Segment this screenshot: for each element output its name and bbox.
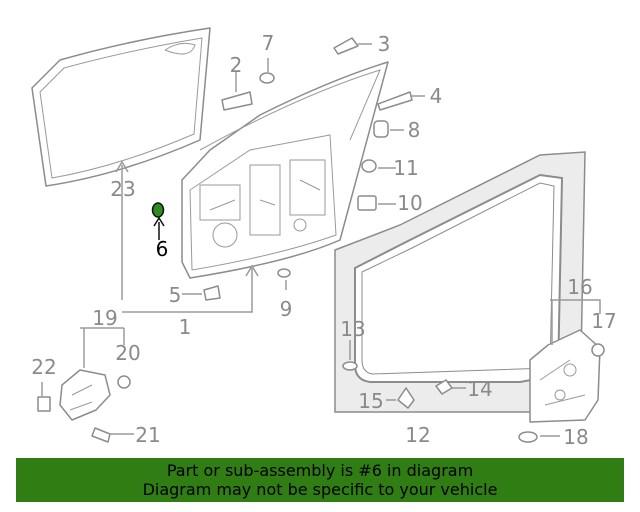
nut-22 <box>37 396 51 412</box>
callout-17: 17 <box>591 309 616 333</box>
callout-23: 23 <box>110 177 135 201</box>
plug-9 <box>277 268 291 278</box>
front-door-frame <box>181 61 389 279</box>
outer-door-panel <box>31 27 211 187</box>
cushion-8 <box>373 120 389 138</box>
callout-11: 11 <box>393 156 418 180</box>
clip-5 <box>203 285 221 301</box>
callout-3: 3 <box>378 32 391 56</box>
callout-5: 5 <box>169 283 182 307</box>
callout-20: 20 <box>115 341 140 365</box>
parts-diagram: 1 2 3 4 5 6 7 8 9 10 11 12 13 14 15 16 1… <box>31 27 617 449</box>
callout-4: 4 <box>430 84 443 108</box>
bracket-4 <box>377 91 413 111</box>
callout-14: 14 <box>467 377 492 401</box>
cushion-11 <box>361 159 377 173</box>
callout-6: 6 <box>156 237 169 261</box>
banner-line-1: Part or sub-assembly is #6 in diagram <box>166 461 474 480</box>
clip-3 <box>333 37 359 55</box>
callout-2: 2 <box>230 53 243 77</box>
callout-12: 12 <box>405 423 430 447</box>
bolt-21 <box>91 427 111 443</box>
leader-lines <box>41 43 601 437</box>
callout-16: 16 <box>567 275 592 299</box>
banner-line-2: Diagram may not be specific to your vehi… <box>142 480 498 499</box>
door-hinge <box>59 369 111 421</box>
callouts: 1 2 3 4 5 6 7 8 9 10 11 12 13 14 15 16 1… <box>31 31 616 449</box>
bolt-20 <box>117 375 131 389</box>
highlighted-part-6 <box>151 202 165 218</box>
door-opening-weatherstrip <box>334 151 586 413</box>
clip-15 <box>397 387 415 409</box>
clip-13 <box>342 361 358 371</box>
callout-7: 7 <box>262 31 275 55</box>
callout-15: 15 <box>358 389 383 413</box>
clip-17 <box>591 343 605 357</box>
callout-1: 1 <box>179 315 192 339</box>
info-banner: Part or sub-assembly is #6 in diagram Di… <box>16 458 624 502</box>
callout-9: 9 <box>280 297 293 321</box>
bracket-2 <box>221 91 253 111</box>
callout-10: 10 <box>397 191 422 215</box>
callout-19: 19 <box>92 306 117 330</box>
callout-18: 18 <box>563 425 588 449</box>
clip-18 <box>518 431 538 443</box>
callout-8: 8 <box>408 118 421 142</box>
plug-7 <box>259 72 275 84</box>
callout-21: 21 <box>135 423 160 447</box>
callout-22: 22 <box>31 355 56 379</box>
service-hole-cover <box>529 329 601 423</box>
callout-13: 13 <box>340 317 365 341</box>
cushion-10 <box>357 195 377 211</box>
